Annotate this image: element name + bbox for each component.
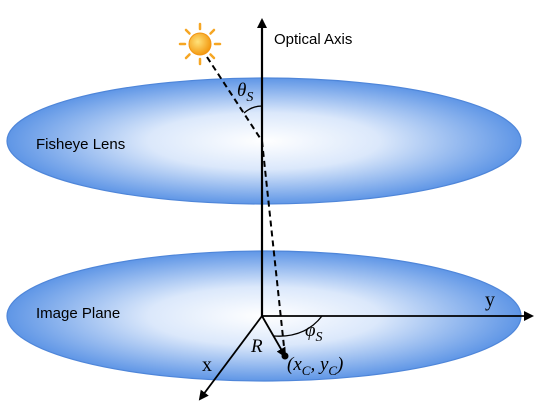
zenith-angle-label: θS [237, 80, 253, 105]
point-label-mid: , y [310, 354, 329, 375]
point-label-open: (x [287, 354, 302, 375]
image-plane-label: Image Plane [36, 305, 120, 322]
radius-label: R [250, 336, 263, 357]
refracted-ray-dashed [261, 140, 286, 357]
y-axis-label: y [485, 289, 495, 311]
azimuth-angle-arc [273, 315, 323, 337]
incident-ray-dashed [206, 56, 263, 142]
x-axis-label: x [202, 354, 212, 376]
point-label-close: ) [336, 354, 343, 375]
radius-line [261, 315, 286, 358]
point-label-sub1: C [302, 363, 311, 378]
image-point-label: (xC, yC) [287, 354, 343, 378]
azimuth-angle-label: φS [305, 320, 323, 345]
zenith-angle-arc [243, 105, 263, 114]
sun-icon [178, 22, 222, 66]
zenith-angle-symbol: θ [237, 80, 246, 101]
x-axis-line [198, 315, 263, 401]
azimuth-angle-subscript: S [316, 330, 323, 345]
azimuth-angle-symbol: φ [305, 320, 316, 341]
fisheye-lens-label: Fisheye Lens [36, 136, 125, 153]
point-label-sub2: C [328, 363, 337, 378]
optical-axis-label: Optical Axis [274, 31, 352, 48]
fisheye-lens-ellipse [6, 77, 522, 205]
zenith-angle-subscript: S [246, 90, 253, 105]
image-point [281, 352, 289, 360]
